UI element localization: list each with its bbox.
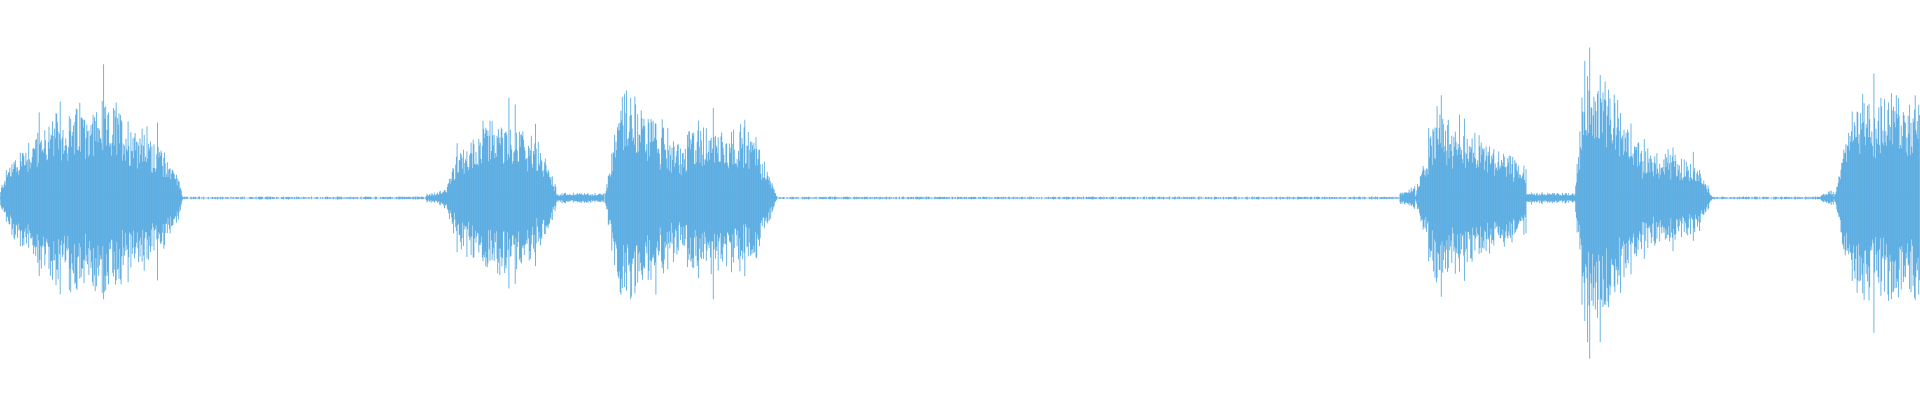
waveform-samples [0, 47, 1920, 359]
